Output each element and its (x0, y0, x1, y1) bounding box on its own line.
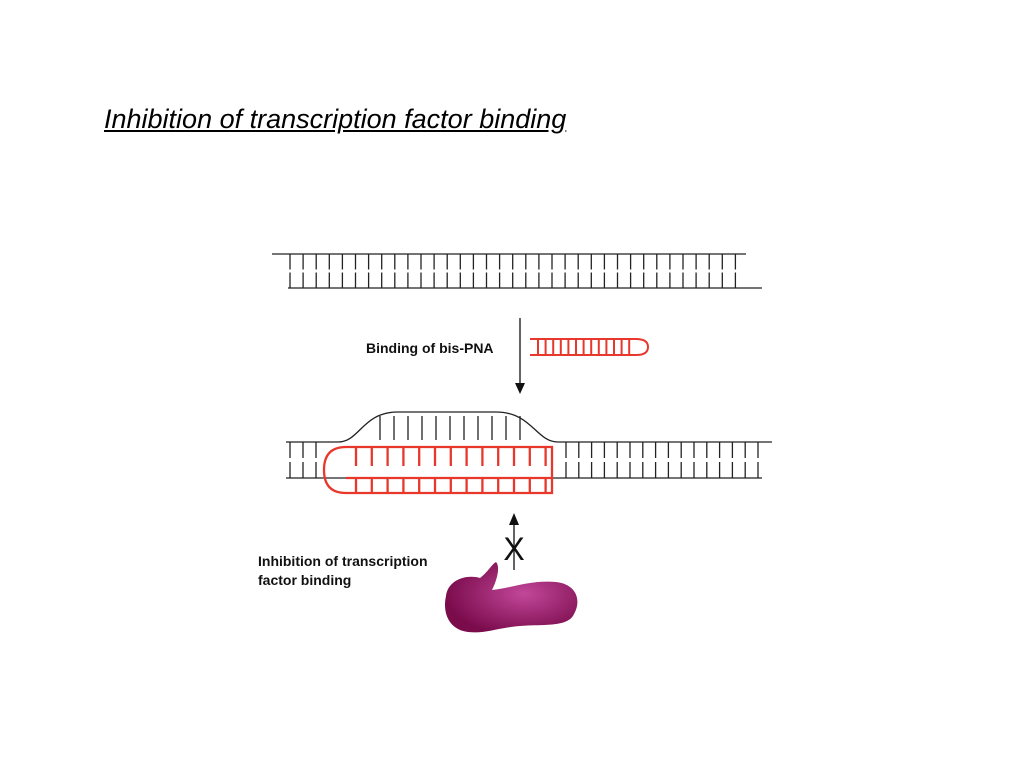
bound-bis-pna (322, 445, 554, 495)
dna-duplex-free (272, 253, 762, 289)
bound-bis-pna-clamp (322, 445, 554, 495)
dna-base-pairs-bound (289, 442, 759, 478)
dna-pna-complex (286, 411, 772, 479)
binding-step-label: Binding of bis-PNA (366, 340, 494, 356)
block-x-mark: X (503, 531, 524, 567)
slide-title: Inhibition of transcription factor bindi… (104, 104, 567, 134)
bis-pna-bases (537, 339, 631, 355)
bis-pna-clamp (530, 338, 650, 356)
inhibition-label-line-2: factor binding (258, 572, 351, 588)
binding-arrow (515, 318, 525, 394)
displaced-dna-strand (286, 411, 772, 443)
bis-pna-hairpin (530, 338, 650, 356)
dna-base-pairs (289, 254, 737, 288)
inhibition-label-line-1: Inhibition of transcription (258, 553, 428, 569)
bound-bis-pna-bases (354, 447, 547, 493)
transcription-factor-protein (444, 562, 578, 633)
blocked-arrow (509, 513, 519, 570)
displaced-strand-bases (379, 416, 521, 440)
